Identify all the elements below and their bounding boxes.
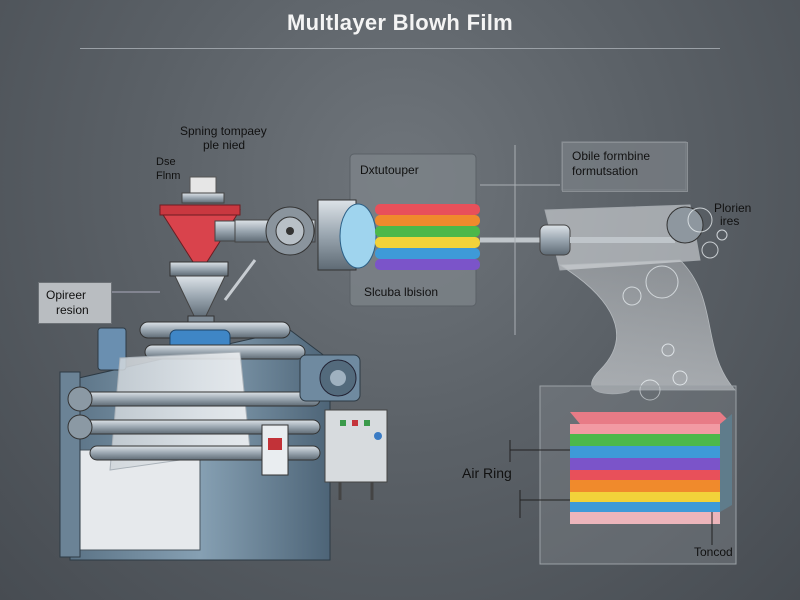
page-title: Multlayer Blowh Film: [286, 10, 514, 35]
formation-label-line2: formutsation: [572, 164, 639, 178]
formation-label-line1: Obile formbine: [572, 149, 651, 163]
bubbles-label-line1: Plorien: [714, 201, 752, 215]
hopper-assembly: [159, 176, 257, 329]
spring-label-line2: ple nied: [203, 138, 246, 152]
spring-label-line1: Spning tompaey: [180, 124, 267, 138]
die-label: Dse: [156, 156, 176, 168]
blown-film-machine: [59, 321, 388, 561]
formation-label-box: [562, 142, 688, 192]
bubbles-label-line2: ires: [720, 214, 740, 228]
air-ring-label: Air Ring: [462, 465, 512, 481]
layer-stack: [509, 385, 737, 565]
opireer-label: Opireer: [46, 288, 87, 302]
title-divider: [80, 48, 720, 49]
extruder-top-label: Dxtutouper: [360, 163, 419, 177]
resion-label: resion: [56, 303, 89, 317]
film-label: Flnm: [156, 170, 181, 182]
layer-stack-label: Toncod: [694, 545, 733, 559]
opireer-resion-box: [38, 282, 112, 324]
extruder-panel: [317, 153, 545, 307]
extruder-drive: [234, 206, 316, 256]
extruder-bottom-label: Slcuba lbision: [364, 285, 439, 299]
